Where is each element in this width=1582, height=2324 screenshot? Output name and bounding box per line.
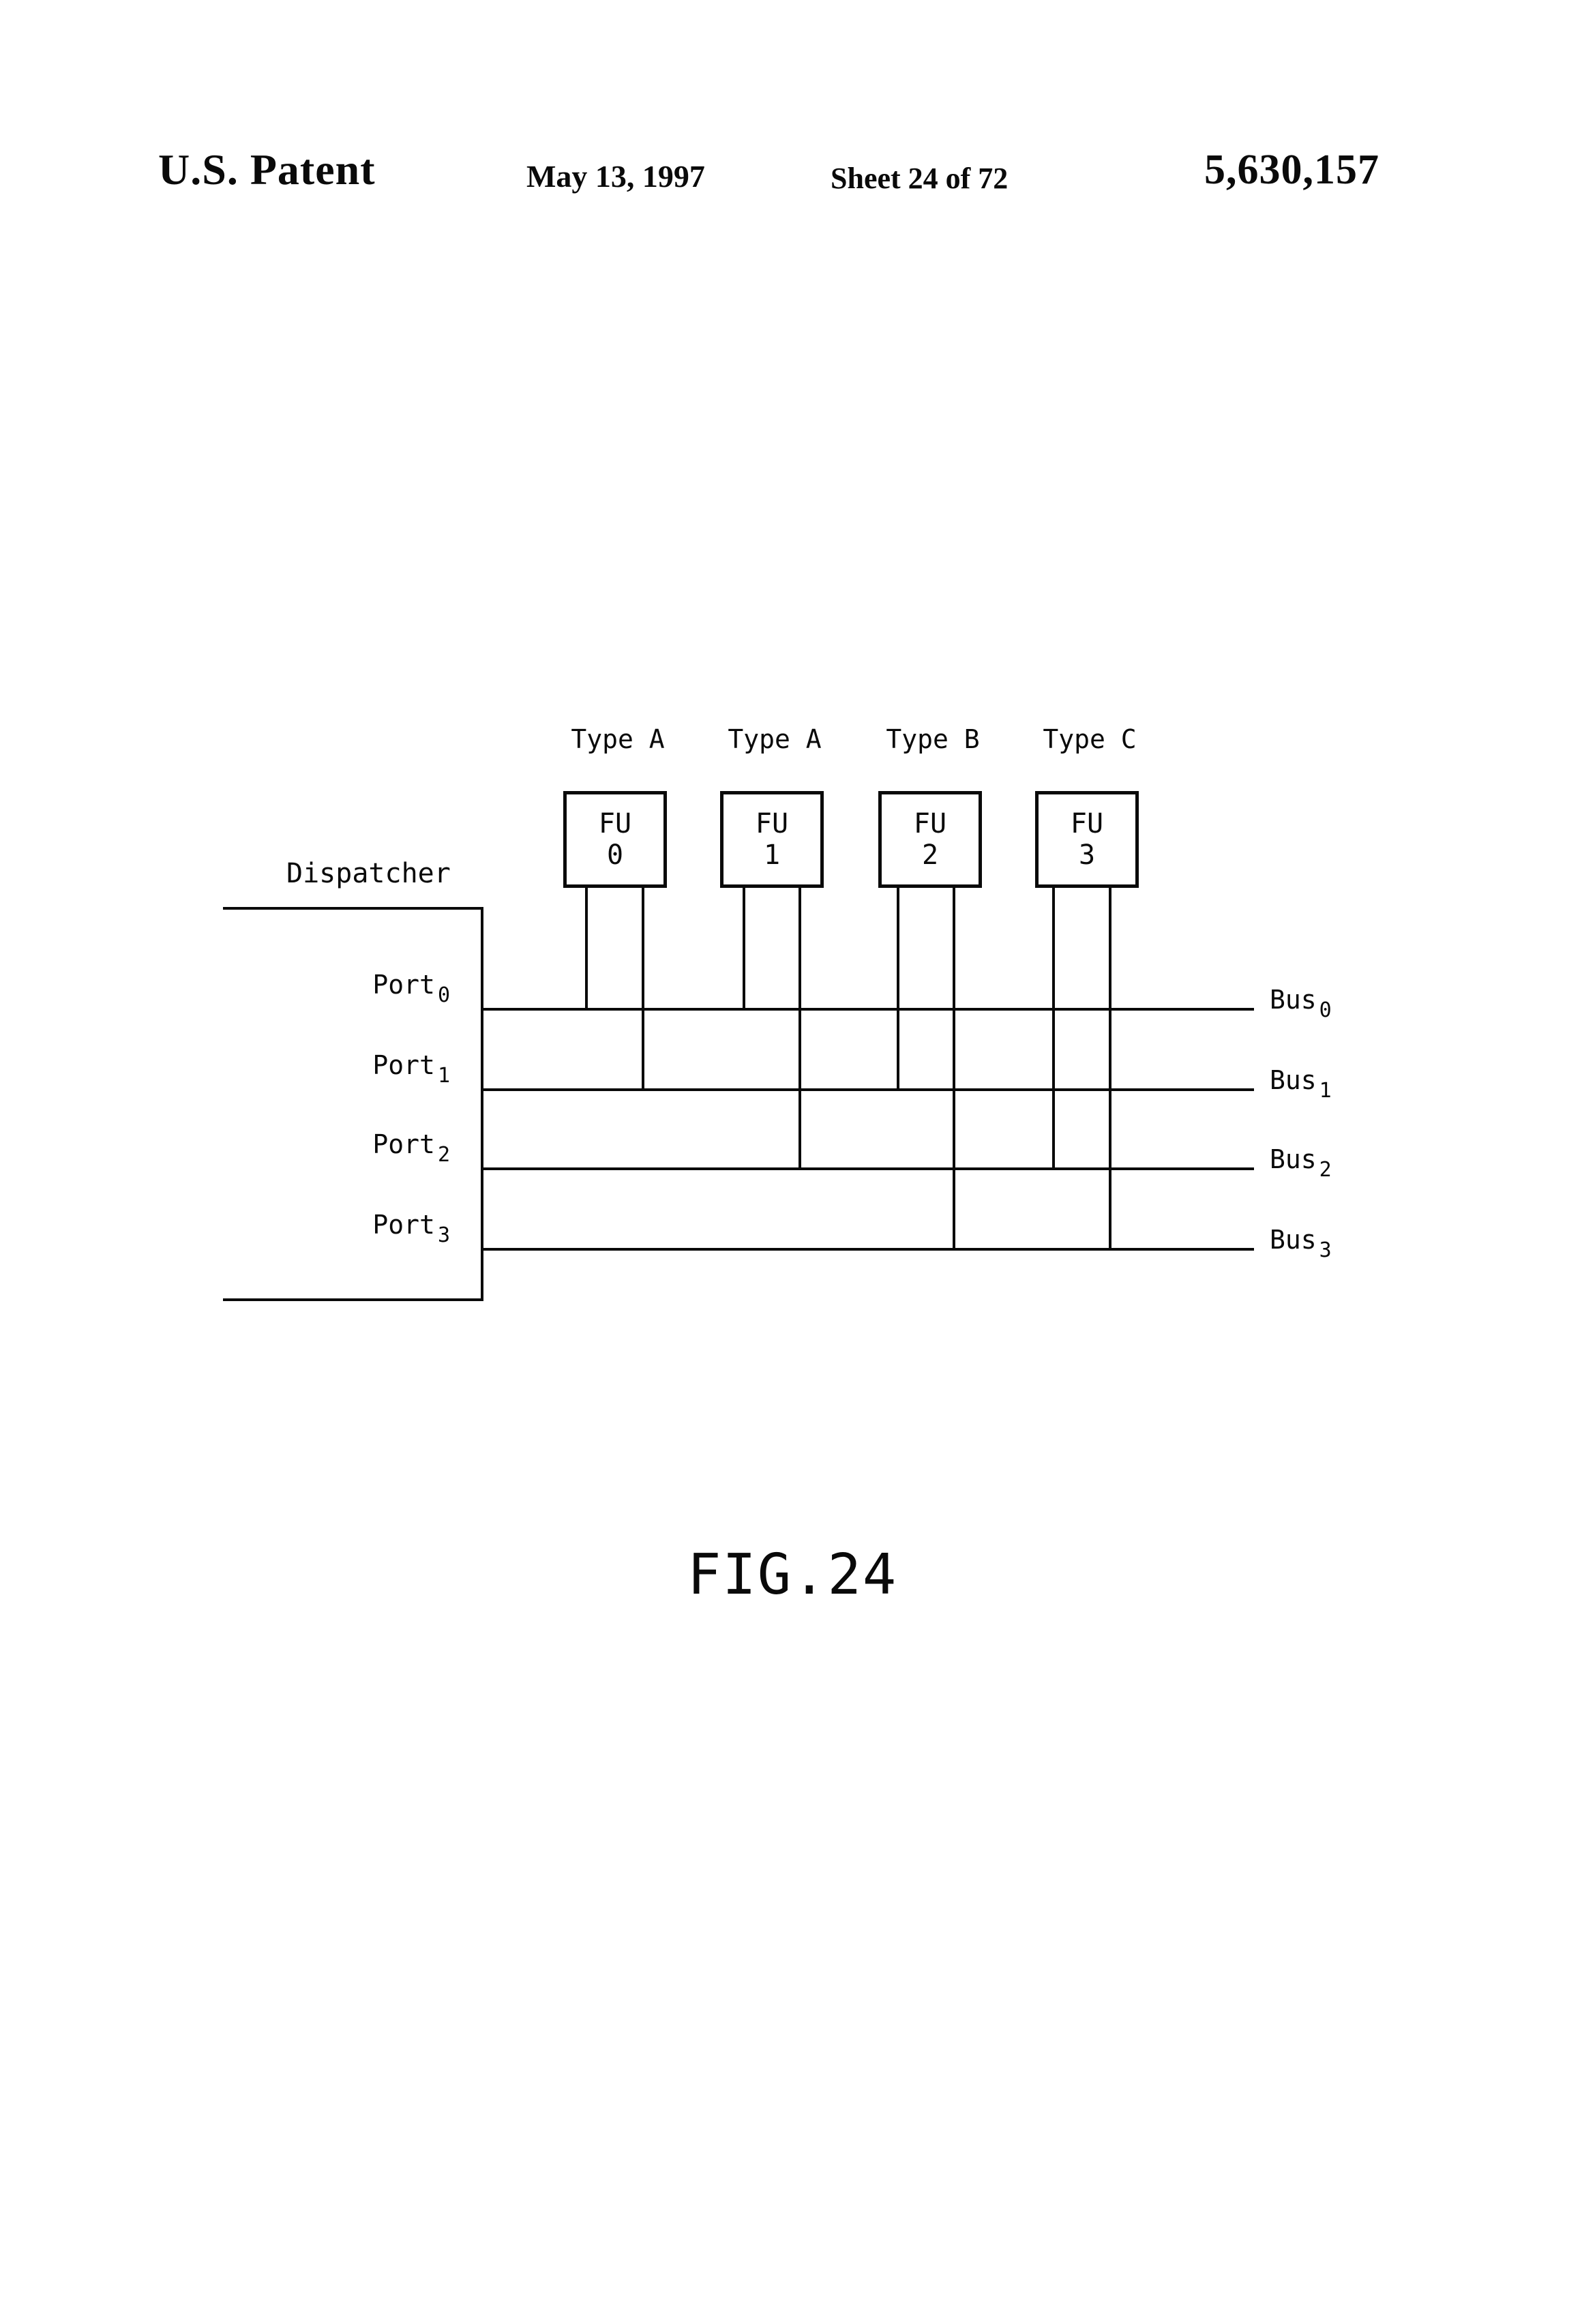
fu3-box: FU 3 — [1035, 791, 1139, 888]
port3-subscript: 3 — [437, 1223, 450, 1247]
bus2-line — [483, 1167, 1254, 1170]
patent-header-date: May 13, 1997 — [526, 159, 705, 194]
fu3-to-bus2-connector — [1052, 887, 1055, 1170]
fu1-to-bus0-connector — [743, 887, 745, 1011]
port2-subscript: 2 — [437, 1143, 450, 1167]
port2-text: Port — [372, 1129, 435, 1159]
fu1-box: FU 1 — [720, 791, 824, 888]
fu2-number: 2 — [921, 839, 939, 871]
bus2-subscript: 2 — [1319, 1158, 1332, 1182]
bus0-text: Bus — [1270, 985, 1317, 1015]
fu2-box: FU 2 — [878, 791, 982, 888]
fu3-number: 3 — [1078, 839, 1096, 871]
fu2-to-bus1-connector — [897, 887, 899, 1091]
port0-text: Port — [372, 970, 435, 1000]
fu1-type-label: Type A — [728, 724, 822, 754]
fu3-to-bus3-connector — [1109, 887, 1111, 1251]
fu1-number: 1 — [763, 839, 781, 871]
bus1-line — [483, 1088, 1254, 1091]
fu3-type-label: Type C — [1043, 724, 1137, 754]
bus0-subscript: 0 — [1319, 998, 1332, 1022]
bus0-line — [483, 1008, 1254, 1011]
fu0-type-label: Type A — [571, 724, 665, 754]
port3-text: Port — [372, 1210, 435, 1240]
fu0-box: FU 0 — [563, 791, 667, 888]
port0-subscript: 0 — [437, 983, 450, 1007]
fu2-type-label: Type B — [886, 724, 980, 754]
fu0-to-bus0-connector — [585, 887, 588, 1011]
fu1-name: FU — [755, 808, 789, 839]
bus1-subscript: 1 — [1319, 1079, 1332, 1103]
fu2-name: FU — [913, 808, 947, 839]
bus3-subscript: 3 — [1319, 1238, 1332, 1262]
fu1-to-bus2-connector — [799, 887, 801, 1170]
dispatcher-box — [223, 907, 483, 1301]
port1-subscript: 1 — [437, 1064, 450, 1088]
figure-caption: FIG.24 — [687, 1543, 898, 1607]
fu2-to-bus3-connector — [953, 887, 955, 1251]
bus1-text: Bus — [1270, 1065, 1317, 1095]
bus2-text: Bus — [1270, 1144, 1317, 1174]
fu0-number: 0 — [606, 839, 624, 871]
bus3-line — [483, 1248, 1254, 1251]
dispatcher-label: Dispatcher — [286, 858, 451, 889]
fu0-to-bus1-connector — [642, 887, 644, 1091]
patent-header-number: 5,630,157 — [1204, 147, 1379, 193]
patent-header-title: U.S. Patent — [158, 145, 376, 194]
patent-header-sheet: Sheet 24 of 72 — [831, 162, 1009, 195]
fu0-name: FU — [598, 808, 632, 839]
port1-text: Port — [372, 1050, 435, 1080]
fu3-name: FU — [1070, 808, 1104, 839]
bus3-text: Bus — [1270, 1225, 1317, 1255]
